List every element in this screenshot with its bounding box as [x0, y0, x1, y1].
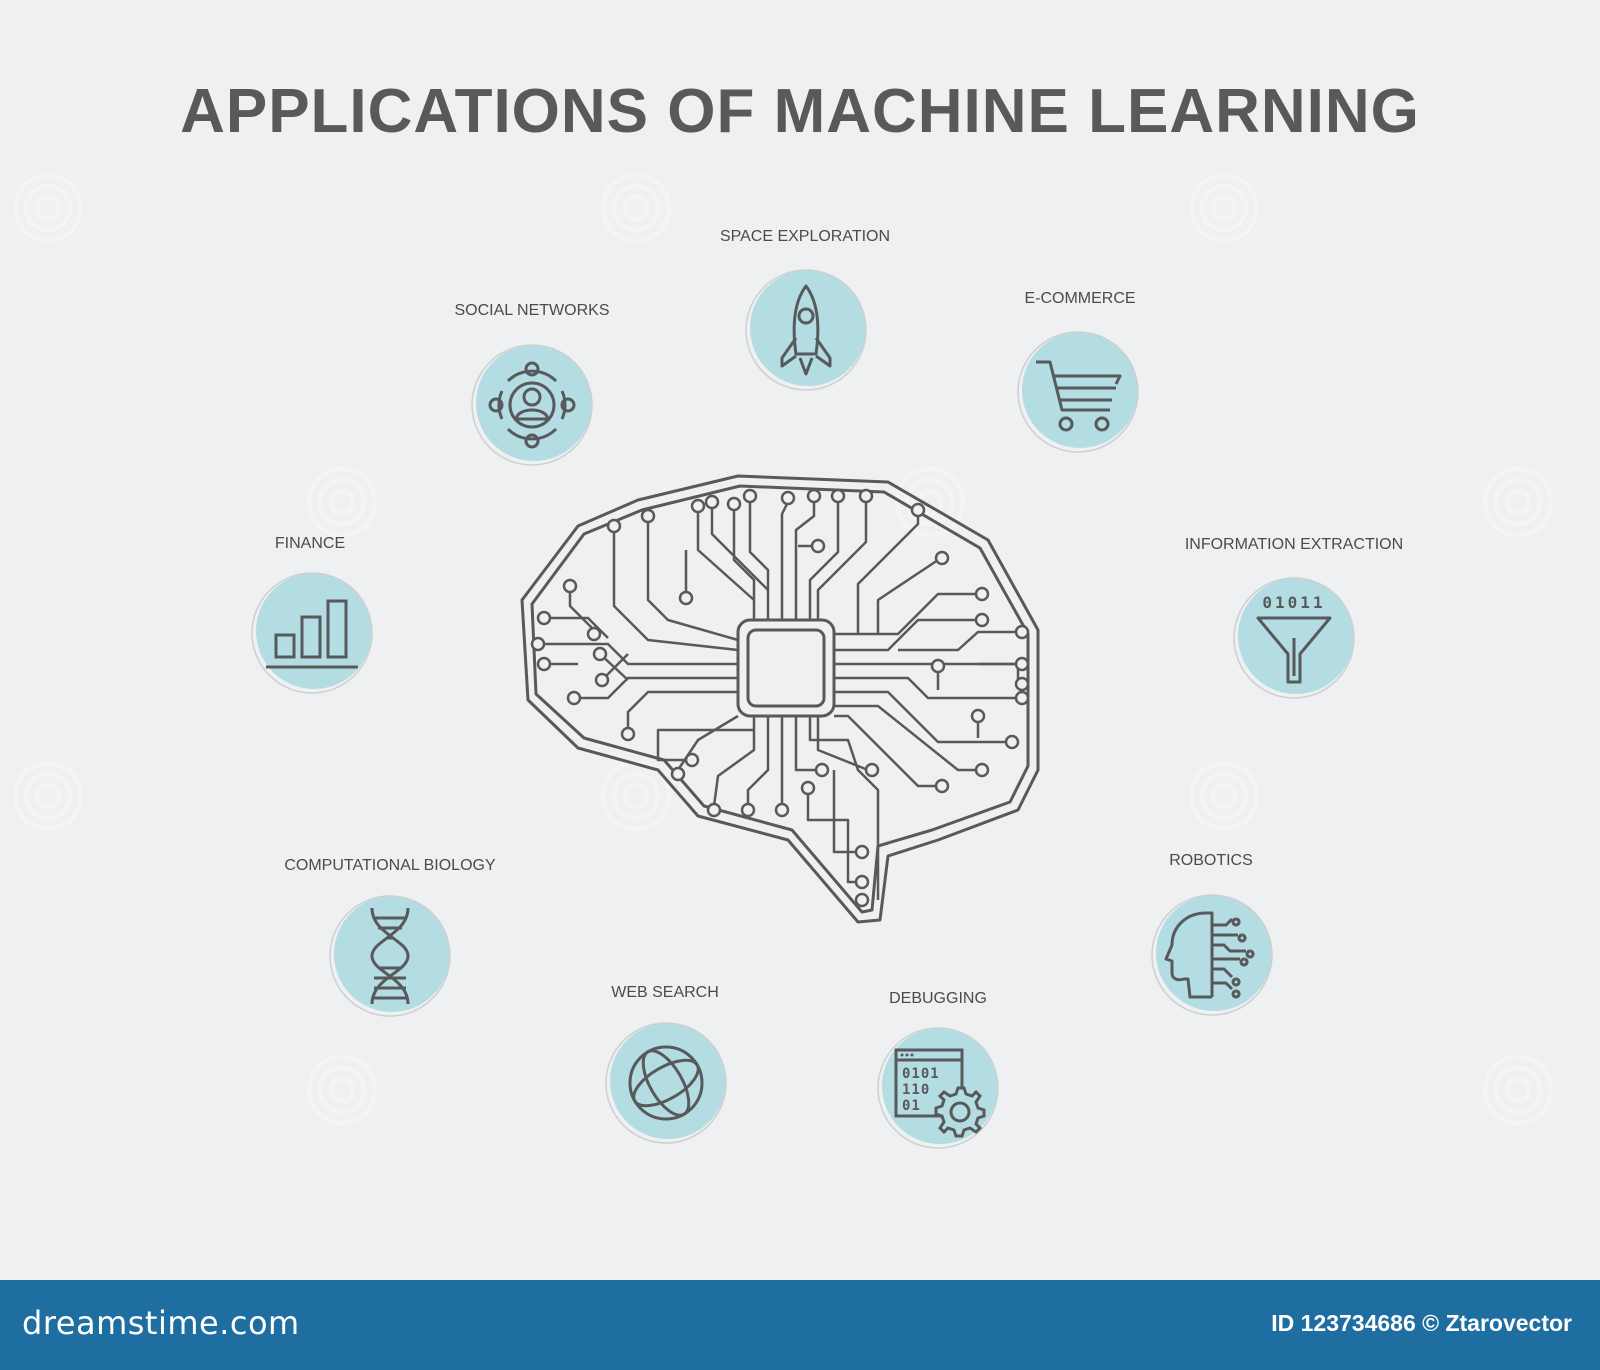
code-gear-icon: 0101 110 01: [876, 1026, 1000, 1150]
label-social-networks: SOCIAL NETWORKS: [454, 302, 610, 319]
footer-logo[interactable]: dreamstime.com: [22, 1304, 300, 1342]
label-computational-biology: COMPUTATIONAL BIOLOGY: [284, 857, 496, 874]
shopping-cart-icon: [1016, 330, 1140, 454]
rocket-icon: [744, 268, 868, 392]
watermark-swirl: [305, 1053, 379, 1127]
label-web-search: WEB SEARCH: [611, 984, 719, 1001]
watermark-swirl: [893, 465, 967, 539]
watermark-swirl: [11, 759, 85, 833]
label-e-commerce: E-COMMERCE: [1024, 290, 1136, 307]
watermark-swirl: [599, 171, 673, 245]
brain-circuit-illustration: [518, 470, 1078, 950]
label-information-extraction: INFORMATION EXTRACTION: [1184, 536, 1404, 553]
watermark-swirl: [305, 465, 379, 539]
watermark-swirl: [11, 171, 85, 245]
label-space-exploration: SPACE EXPLORATION: [719, 228, 891, 245]
label-finance: FINANCE: [274, 535, 346, 552]
page-title: APPLICATIONS OF MACHINE LEARNING: [180, 77, 1420, 146]
social-network-icon: [470, 343, 594, 467]
bar-chart-icon: [250, 571, 374, 695]
svg-text:01: 01: [902, 1098, 921, 1114]
watermark-swirl: [1481, 465, 1555, 539]
label-debugging: DEBUGGING: [889, 990, 987, 1007]
svg-text:0101: 0101: [902, 1066, 940, 1082]
footer-bar: dreamstime.com ID 123734686 © Ztarovecto…: [0, 1280, 1600, 1370]
footer-image-id: ID 123734686 © Ztarovector: [1271, 1310, 1572, 1336]
svg-text:01011: 01011: [1262, 593, 1325, 612]
watermark-swirl: [1187, 171, 1261, 245]
watermark-swirl: [1187, 759, 1261, 833]
globe-icon: [604, 1021, 728, 1145]
svg-text:110: 110: [902, 1082, 930, 1098]
dna-icon: [328, 894, 452, 1018]
label-robotics: ROBOTICS: [1169, 852, 1253, 869]
robot-head-icon: [1150, 893, 1274, 1017]
funnel-icon: 01011: [1232, 576, 1356, 700]
watermark-swirl: [1481, 1053, 1555, 1127]
